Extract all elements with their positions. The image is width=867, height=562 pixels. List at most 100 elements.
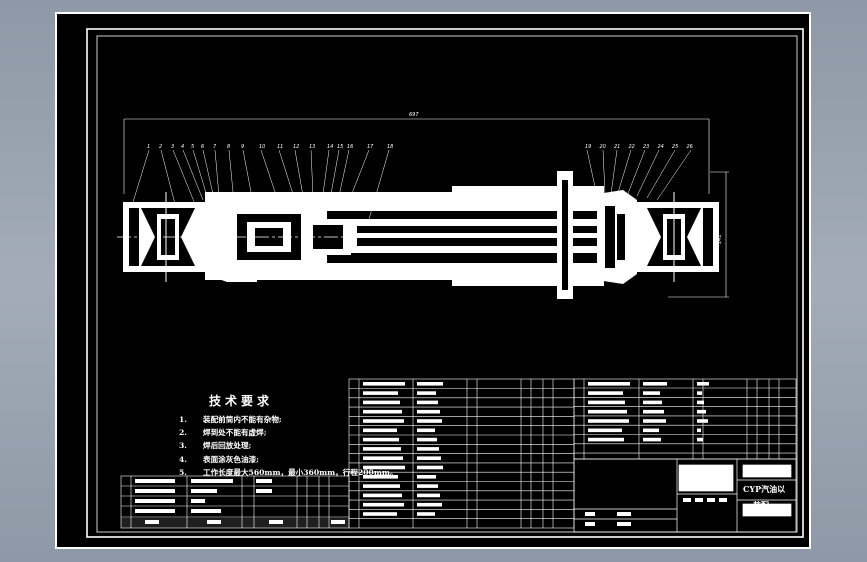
table-cell-text bbox=[588, 428, 622, 433]
tech-req-num: 4. bbox=[179, 454, 187, 464]
part-balloon: 6 bbox=[201, 144, 204, 150]
part-balloon: 16 bbox=[347, 144, 353, 150]
table-cell-text bbox=[363, 465, 405, 470]
table-cell-text bbox=[363, 419, 404, 423]
table-cell-text bbox=[417, 512, 435, 516]
parts-list-right bbox=[573, 378, 797, 460]
drawing-sheet: 697 141 bbox=[55, 12, 811, 549]
overall-dim-text: 697 bbox=[409, 112, 419, 118]
part-balloon: 15 bbox=[337, 144, 343, 150]
table-cell-text bbox=[363, 400, 400, 405]
table-cell-text bbox=[417, 447, 439, 451]
part-balloon: 22 bbox=[629, 144, 635, 150]
table-cell-text bbox=[363, 512, 397, 516]
part-balloon: 12 bbox=[293, 144, 299, 150]
tech-req-item: 5.工作长度最大560mm，最小360mm，行程200mm。 bbox=[179, 466, 409, 479]
table-cell-text bbox=[588, 391, 623, 395]
table-cell-text bbox=[643, 437, 661, 442]
drawing-title-line2: 装配 bbox=[753, 500, 769, 510]
table-cell-text bbox=[588, 409, 627, 414]
inner-frame bbox=[96, 35, 798, 533]
title-block bbox=[573, 458, 797, 533]
table-cell-text bbox=[363, 502, 404, 507]
part-balloon: 9 bbox=[241, 144, 244, 150]
tech-req-num: 1. bbox=[179, 415, 187, 424]
parts-list-left bbox=[120, 475, 350, 529]
part-balloon: 8 bbox=[227, 144, 230, 150]
table-cell-text bbox=[417, 400, 438, 405]
part-balloon: 1 bbox=[147, 144, 150, 150]
part-balloon: 5 bbox=[191, 144, 194, 150]
part-balloon: 25 bbox=[672, 144, 678, 150]
parts-right-rows bbox=[574, 387, 796, 454]
part-balloon: 20 bbox=[600, 144, 606, 150]
table-cell-text bbox=[417, 419, 442, 423]
part-balloon: 10 bbox=[259, 144, 265, 150]
table-cell-text bbox=[588, 419, 629, 423]
table-cell-text bbox=[588, 400, 625, 405]
tech-req-num: 5. bbox=[179, 467, 187, 477]
tech-req-text: 表面涂灰色油漆; bbox=[203, 454, 259, 464]
trunnion-flange bbox=[557, 171, 573, 299]
tech-req-item: 1. 装配前筒内不能有杂物; bbox=[179, 413, 409, 426]
parts-middle-text-bars bbox=[363, 382, 443, 516]
table-cell-text bbox=[417, 493, 440, 498]
part-balloon: 21 bbox=[614, 144, 620, 150]
parts-right-text-bars bbox=[588, 382, 709, 442]
height-dimension bbox=[668, 171, 729, 298]
table-cell-text bbox=[417, 456, 441, 460]
part-balloon: 13 bbox=[309, 144, 315, 150]
part-balloon: 14 bbox=[327, 144, 333, 150]
drawing-title-line1: CYP汽油以 bbox=[743, 484, 786, 494]
right-cap bbox=[597, 190, 637, 284]
parts-middle-rows bbox=[349, 388, 574, 520]
table-cell-text bbox=[363, 493, 402, 498]
tech-req-title: 技术要求 bbox=[209, 394, 274, 408]
right-end-fitting bbox=[637, 192, 719, 282]
table-cell-text bbox=[417, 465, 443, 470]
table-cell-text bbox=[363, 382, 405, 386]
table-cell-text bbox=[363, 456, 403, 460]
table-cell-text bbox=[697, 437, 703, 442]
table-cell-text bbox=[697, 428, 701, 433]
table-cell-text bbox=[697, 409, 706, 414]
parts-left-header-band bbox=[121, 518, 349, 528]
part-balloon: 18 bbox=[387, 144, 393, 150]
tech-req-item: 4. 表面涂灰色油漆; bbox=[179, 453, 409, 466]
table-cell-text bbox=[643, 400, 662, 405]
tech-req-list: 1. 装配前筒内不能有杂物; 2. 焊到处不能有虚焊;3.焊后回放处理; 4. 表面涂灰色… bbox=[179, 413, 409, 479]
table-cell-text bbox=[588, 382, 630, 386]
table-cell-text bbox=[363, 484, 400, 488]
table-cell-text bbox=[643, 428, 659, 433]
table-cell-text bbox=[417, 428, 435, 433]
table-cell-text bbox=[363, 409, 402, 414]
table-cell-text bbox=[417, 437, 437, 442]
table-cell-text bbox=[643, 391, 660, 395]
tech-req-text: 焊到处不能有虚焊; bbox=[203, 428, 267, 438]
table-cell-text bbox=[417, 382, 443, 386]
table-cell-text bbox=[643, 409, 664, 414]
height-dim-text: 141 bbox=[717, 234, 723, 244]
table-cell-text bbox=[417, 484, 438, 488]
part-balloon: 3 bbox=[171, 144, 174, 150]
tech-req-text: 装配前筒内不能有杂物; bbox=[203, 415, 282, 424]
part-balloon: 4 bbox=[181, 144, 184, 150]
table-cell-text bbox=[697, 391, 702, 395]
table-cell-text bbox=[417, 502, 442, 507]
table-cell-text bbox=[363, 475, 398, 479]
tech-req-item: 3.焊后回放处理; bbox=[179, 439, 409, 452]
table-cell-text bbox=[697, 400, 704, 405]
tech-req-num: 2. bbox=[179, 428, 187, 438]
outer-frame bbox=[86, 28, 804, 538]
tech-req-num: 3. bbox=[179, 441, 187, 451]
part-balloon: 2 bbox=[159, 144, 162, 150]
table-cell-text bbox=[643, 419, 666, 423]
cad-drawing: 697 141 bbox=[86, 28, 804, 538]
table-cell-text bbox=[363, 447, 401, 451]
overall-dimension bbox=[123, 118, 710, 194]
tech-req-item: 2. 焊到处不能有虚焊; bbox=[179, 426, 409, 439]
table-cell-text bbox=[363, 428, 397, 433]
part-balloon: 11 bbox=[277, 144, 283, 150]
